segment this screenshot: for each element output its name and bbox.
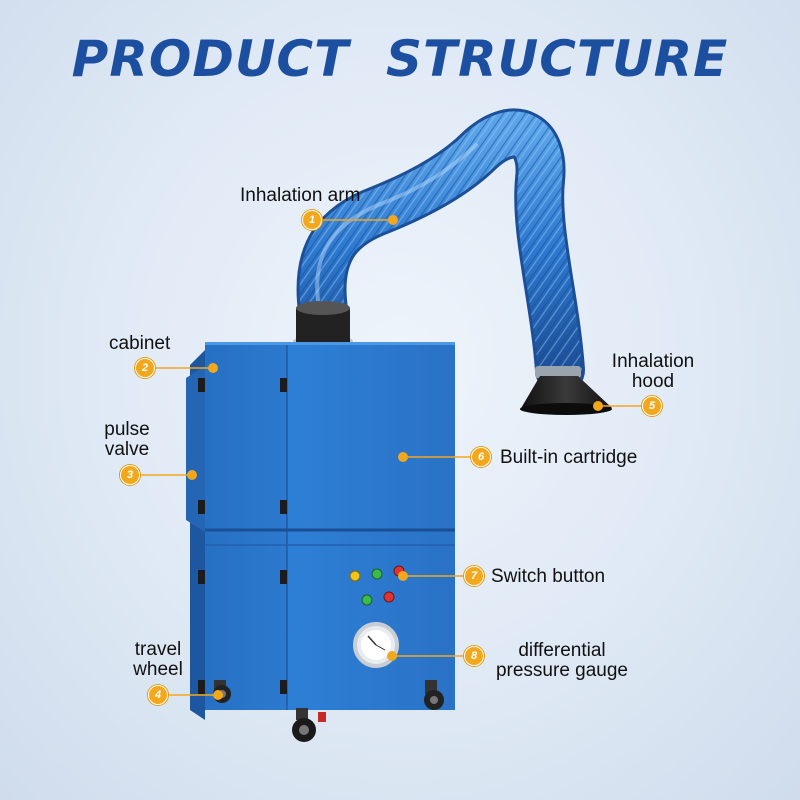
badge-2: 2: [135, 358, 155, 378]
page-title: PRODUCT STRUCTURE: [71, 30, 729, 88]
badge-4: 4: [148, 685, 168, 705]
travel-wheels: [213, 680, 444, 742]
switch-buttons: [349, 565, 405, 606]
label-switch-button: Switch button: [491, 566, 606, 587]
callout-dots: [187, 215, 603, 700]
badge-5: 5: [642, 396, 662, 416]
badge-8: 8: [464, 646, 484, 666]
callout-leader-lines: [137, 219, 645, 696]
badge-3: 3: [120, 465, 140, 485]
inhalation-hood: [520, 366, 612, 415]
label-inhalation-arm: Inhalation arm: [240, 185, 361, 206]
label-differential-pressure-gauge: differential pressure gauge: [495, 640, 629, 681]
label-cabinet: cabinet: [109, 333, 171, 354]
inhalation-arm-hose: [296, 108, 585, 395]
badge-1: 1: [302, 210, 322, 230]
label-pulse-valve: pulse valve: [104, 419, 150, 460]
label-built-in-cartridge: Built-in cartridge: [500, 447, 638, 468]
pressure-gauge: [353, 622, 399, 668]
label-inhalation-hood: Inhalation hood: [611, 351, 695, 392]
badge-7: 7: [464, 566, 484, 586]
badge-6: 6: [471, 447, 491, 467]
label-travel-wheel: travel wheel: [133, 639, 183, 680]
